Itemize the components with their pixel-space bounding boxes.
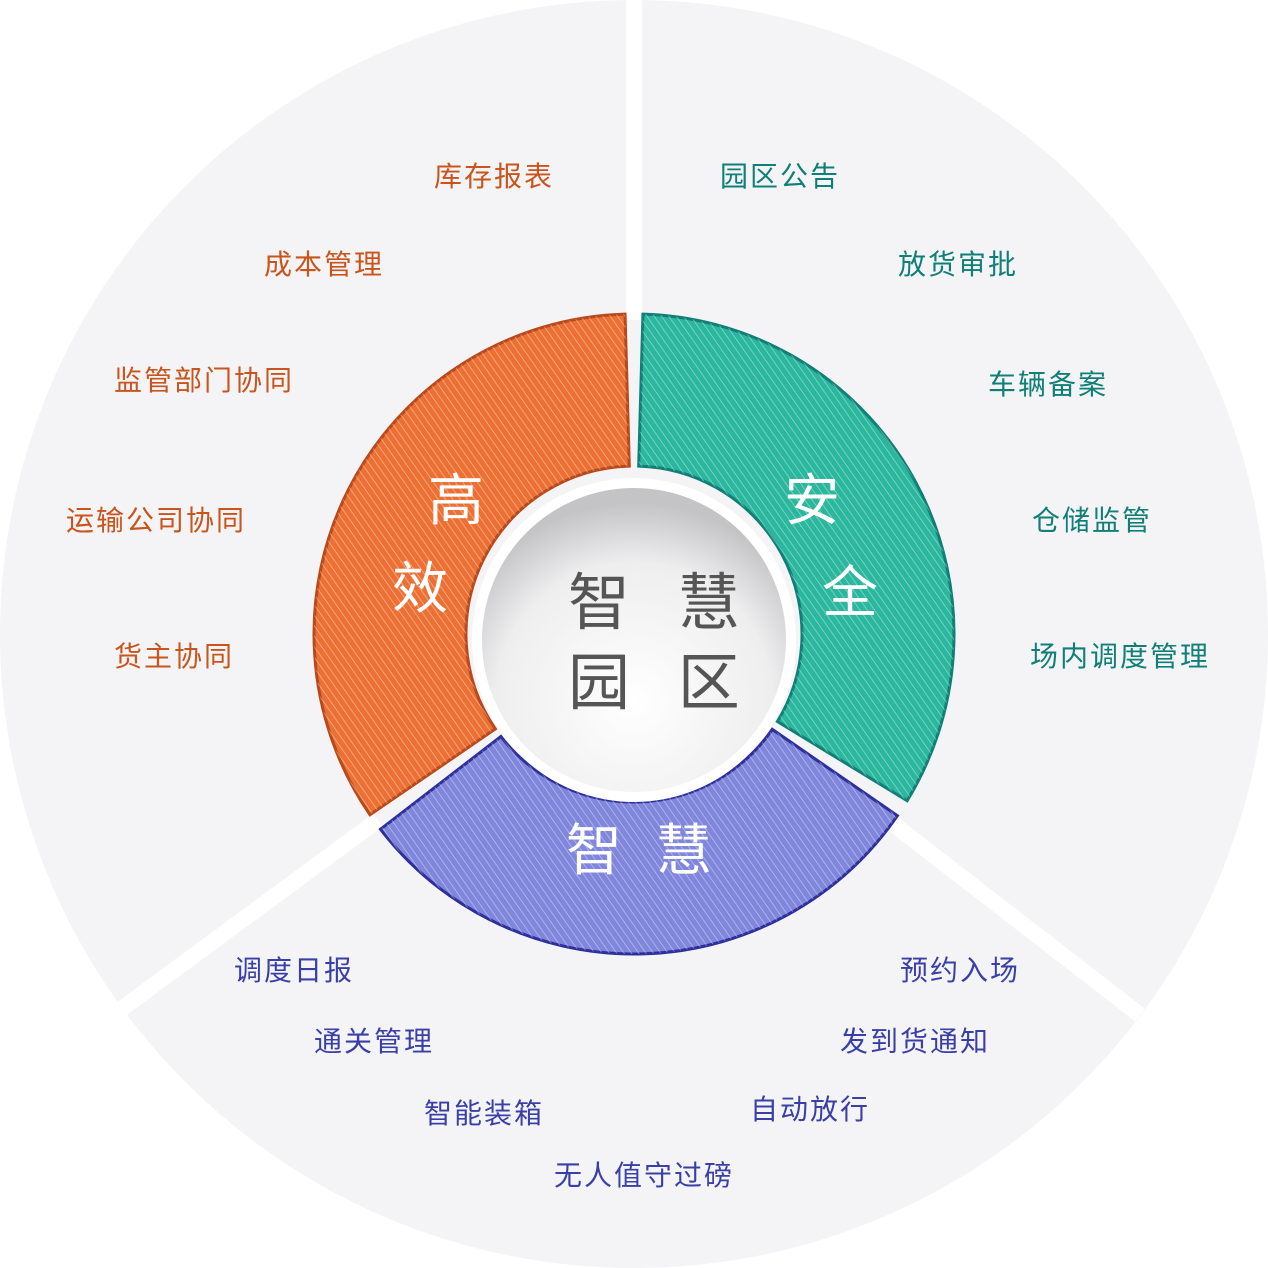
smart-item: 预约入场 — [900, 957, 1020, 985]
safe-item: 车辆备案 — [988, 371, 1108, 399]
efficient-title-line2: 效 — [392, 562, 456, 618]
smart-item: 自动放行 — [750, 1096, 870, 1124]
efficient-item: 运输公司协同 — [66, 507, 246, 535]
smart-item: 发到货通知 — [840, 1028, 990, 1056]
efficient-item: 监管部门协同 — [114, 367, 294, 395]
efficient-item: 货主协同 — [114, 643, 234, 671]
safe-item: 园区公告 — [720, 163, 840, 191]
center-title-line2: 园 区 — [568, 652, 754, 714]
safe-title-line2: 全 — [822, 566, 886, 622]
efficient-title-line1: 高 — [428, 474, 492, 530]
safe-title-line1: 安 — [784, 474, 848, 530]
efficient-item: 成本管理 — [264, 251, 384, 279]
center-circle — [482, 488, 786, 792]
safe-item: 场内调度管理 — [1030, 643, 1210, 671]
smart-item: 通关管理 — [314, 1028, 434, 1056]
smart-title: 智 慧 — [566, 824, 720, 880]
safe-item: 放货审批 — [898, 251, 1018, 279]
safe-item: 仓储监管 — [1032, 507, 1152, 535]
smart-item: 无人值守过磅 — [554, 1162, 734, 1190]
smart-item: 调度日报 — [234, 957, 354, 985]
center-title-line1: 智 慧 — [568, 572, 754, 634]
smart-item: 智能装箱 — [424, 1100, 544, 1128]
efficient-item: 库存报表 — [434, 163, 554, 191]
